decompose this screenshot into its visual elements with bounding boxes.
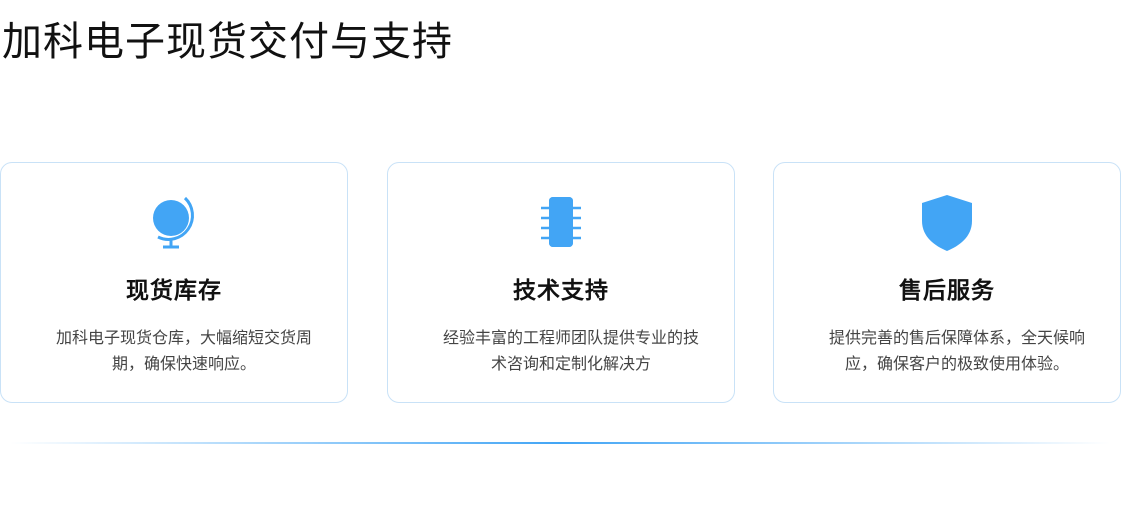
card-description: 加科电子现货仓库，大幅缩短交货周期，确保快速响应。: [55, 328, 312, 373]
card-tech-support: 技术支持 经验丰富的工程师团队提供专业的技术咨询和定制化解决方: [387, 162, 735, 403]
card-inventory: 现货库存 加科电子现货仓库，大幅缩短交货周期，确保快速响应。: [0, 162, 348, 403]
card-title: 技术支持: [513, 277, 609, 304]
card-after-sales: 售后服务 提供完善的售后保障体系，全天候响应，确保客户的极致使用体验。: [773, 162, 1121, 403]
card-title: 现货库存: [126, 277, 222, 304]
shield-icon: [922, 195, 972, 251]
globe-icon: [153, 196, 194, 249]
chip-icon: [541, 197, 581, 247]
divider: [10, 442, 1110, 444]
card-description: 经验丰富的工程师团队提供专业的技术咨询和定制化解决方: [442, 328, 699, 373]
page-title: 加科电子现货交付与支持: [2, 19, 453, 65]
card-title: 售后服务: [899, 277, 995, 304]
card-description: 提供完善的售后保障体系，全天候响应，确保客户的极致使用体验。: [828, 328, 1085, 373]
